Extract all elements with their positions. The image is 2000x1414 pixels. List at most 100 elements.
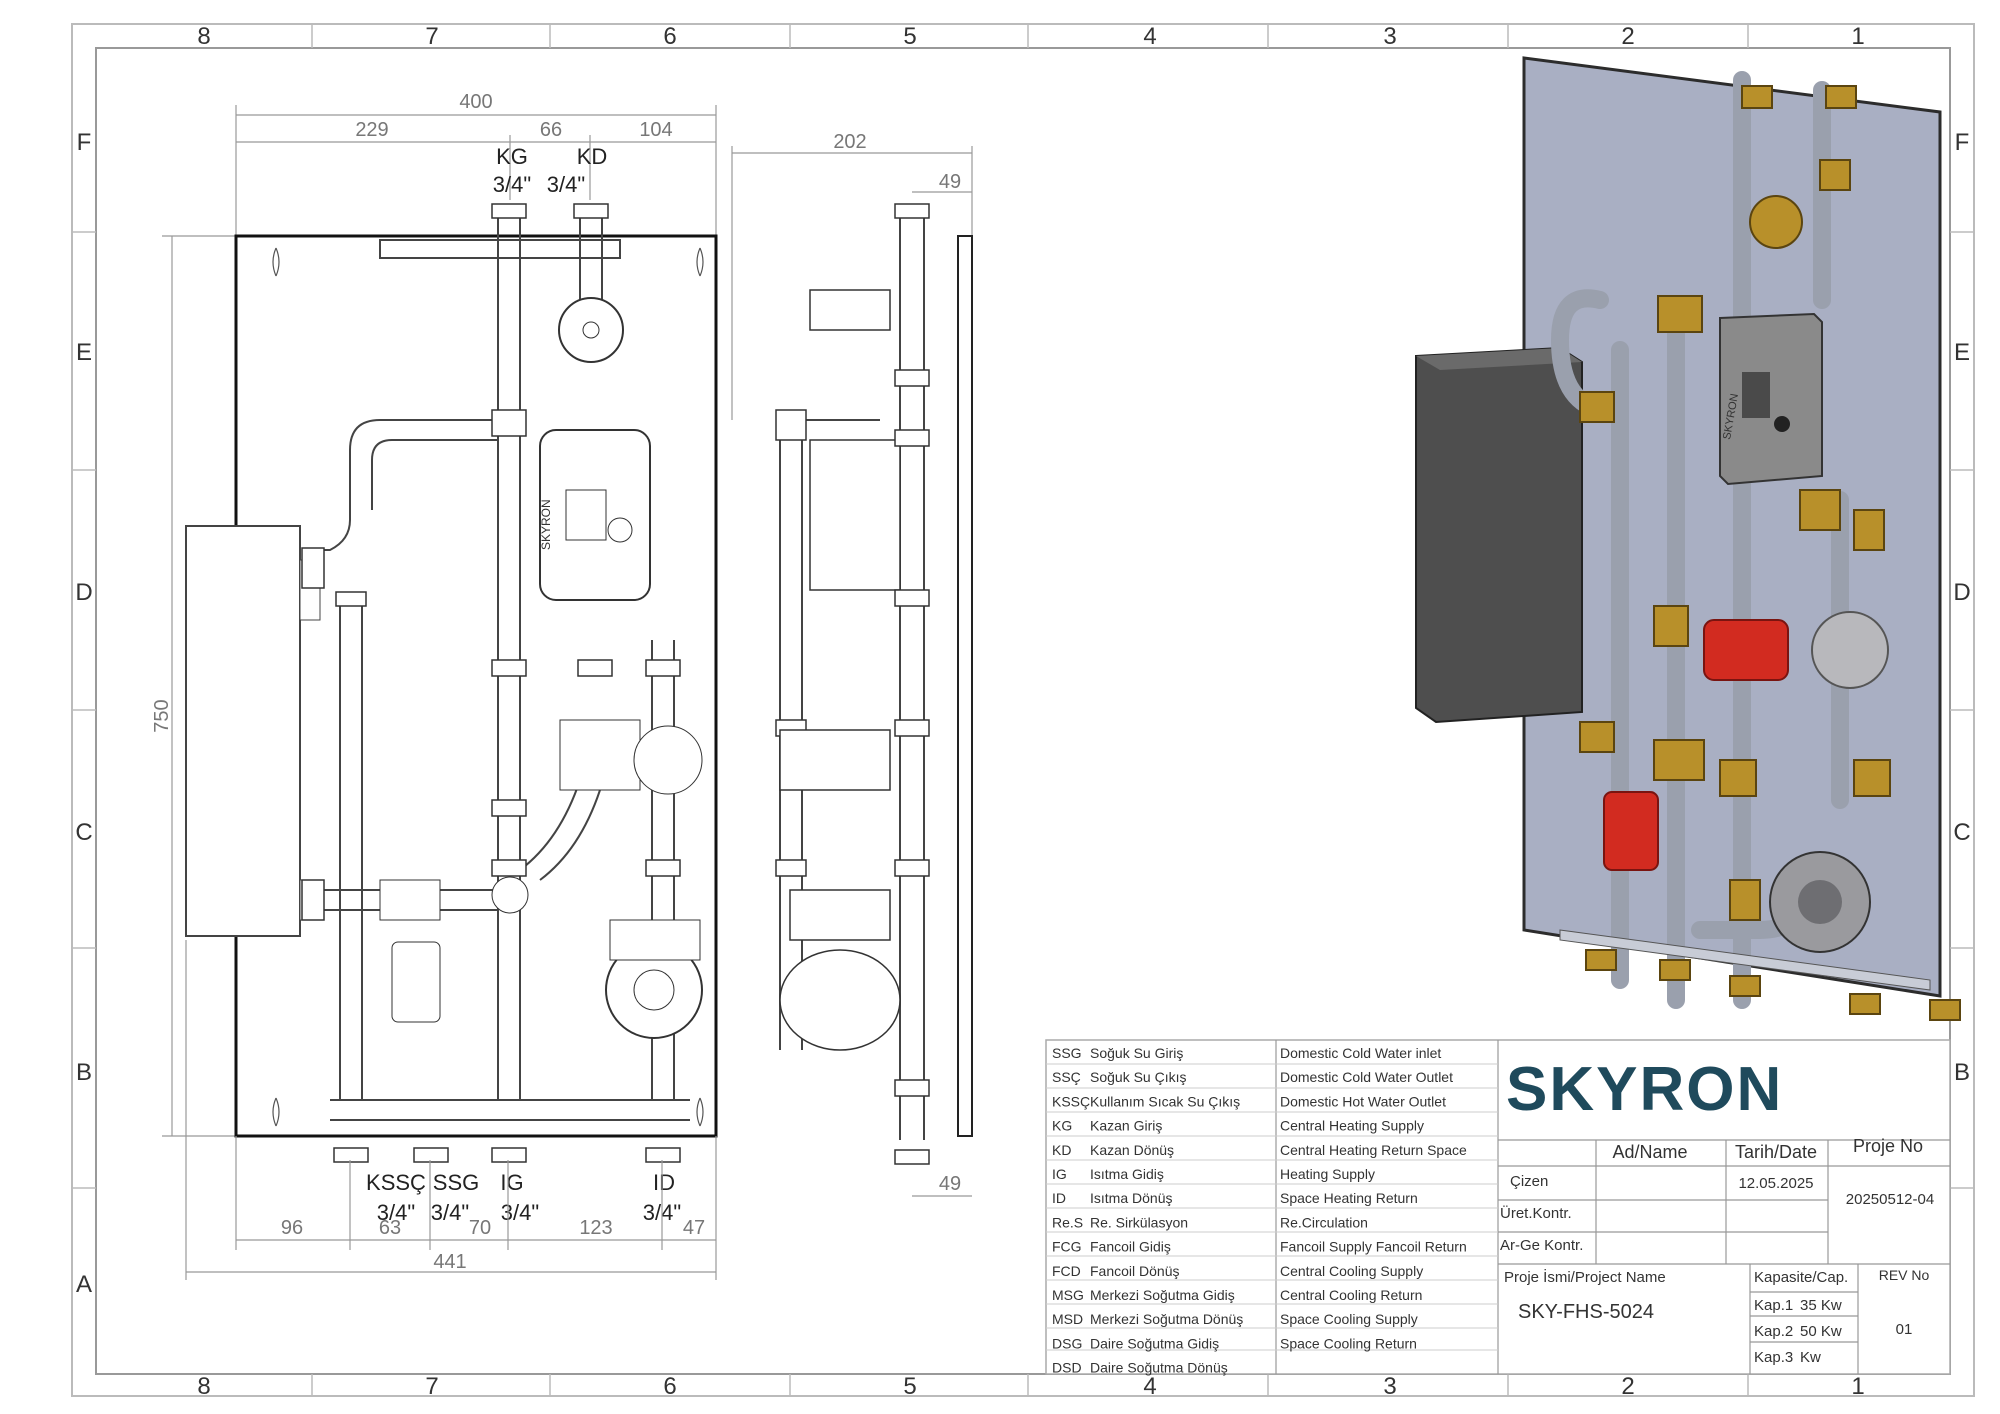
port-kd-size: 3/4" bbox=[547, 172, 585, 197]
row-rnd-label: Ar-Ge Kontr. bbox=[1500, 1237, 1583, 1254]
legend-code: FCD bbox=[1052, 1263, 1081, 1279]
legend-tr: Kullanım Sıcak Su Çıkış bbox=[1090, 1093, 1240, 1109]
legend-code: DSD bbox=[1052, 1360, 1082, 1376]
legend-tr: Isıtma Dönüş bbox=[1090, 1190, 1172, 1206]
legend-en: Central Heating Supply bbox=[1280, 1118, 1424, 1134]
port-kssc-code: KSSÇ bbox=[366, 1170, 426, 1195]
legend-code: KD bbox=[1052, 1142, 1071, 1158]
dim-front-width: 400 bbox=[459, 91, 492, 113]
zone-row-right-C: C bbox=[1953, 819, 1970, 846]
legend-code: ID bbox=[1052, 1190, 1066, 1206]
legend-tr: Kazan Dönüş bbox=[1090, 1142, 1174, 1158]
zone-col-top-3: 6 bbox=[663, 23, 676, 50]
dim-bottom-c: 70 bbox=[469, 1217, 491, 1239]
zone-row-right-D: D bbox=[1953, 579, 1970, 606]
front-brand-small: SKYRON bbox=[539, 499, 553, 550]
zone-labels: 8 7 6 5 4 3 2 1 8 7 6 5 4 3 2 1 F E D C … bbox=[75, 23, 1970, 1400]
zone-col-bottom-5: 4 bbox=[1143, 1373, 1156, 1400]
legend-table: SSG Soğuk Su Giriş Domestic Cold Water inl… bbox=[1052, 1045, 1467, 1376]
zone-ticks bbox=[72, 24, 1974, 1396]
legend-en: Space Heating Return bbox=[1280, 1190, 1418, 1206]
dim-bottom-total: 441 bbox=[433, 1251, 466, 1273]
legend-tr: Daire Soğutma Dönüş bbox=[1090, 1360, 1228, 1376]
dim-side-depth: 202 bbox=[833, 131, 866, 153]
zone-col-bottom-1: 8 bbox=[197, 1373, 210, 1400]
iso-red-thermostat bbox=[1603, 791, 1659, 871]
front-separator bbox=[185, 525, 301, 937]
legend-tr: Fancoil Dönüş bbox=[1090, 1263, 1180, 1279]
legend-code: SSG bbox=[1052, 1045, 1082, 1061]
zone-col-bottom-4: 5 bbox=[903, 1373, 916, 1400]
cap2-label: Kap.2 bbox=[1754, 1323, 1793, 1340]
iso-separator bbox=[1415, 346, 1583, 724]
zone-col-top-7: 2 bbox=[1621, 23, 1634, 50]
cap1-value: 35 Kw bbox=[1800, 1297, 1842, 1314]
rev-number: 01 bbox=[1896, 1321, 1913, 1338]
port-ssg-size: 3/4" bbox=[431, 1200, 469, 1225]
dim-side-offset-top: 49 bbox=[939, 171, 961, 193]
port-kg-code: KG bbox=[496, 144, 528, 169]
legend-en: Space Cooling Return bbox=[1280, 1335, 1417, 1351]
legend-en: Central Cooling Return bbox=[1280, 1287, 1422, 1303]
legend-en: Central Heating Return Space bbox=[1280, 1142, 1467, 1158]
side-backplate bbox=[957, 235, 973, 1137]
port-kssc-size: 3/4" bbox=[377, 1200, 415, 1225]
legend-tr: Merkezi Soğutma Gidiş bbox=[1090, 1287, 1235, 1303]
zone-col-top-2: 7 bbox=[425, 23, 438, 50]
port-ssg-code: SSG bbox=[433, 1170, 479, 1195]
legend-en: Domestic Cold Water inlet bbox=[1280, 1045, 1441, 1061]
legend-tr: Daire Soğutma Gidiş bbox=[1090, 1335, 1219, 1351]
legend-code: IG bbox=[1052, 1166, 1067, 1182]
iso-pump-box bbox=[1719, 312, 1823, 486]
legend-tr: Soğuk Su Çıkış bbox=[1090, 1069, 1187, 1085]
zone-row-left-F: F bbox=[77, 129, 92, 156]
legend-code: FCG bbox=[1052, 1239, 1082, 1255]
capacity-label: Kapasite/Cap. bbox=[1754, 1269, 1848, 1286]
cap1-label: Kap.1 bbox=[1754, 1297, 1793, 1314]
zone-col-top-4: 5 bbox=[903, 23, 916, 50]
port-id-code: ID bbox=[653, 1170, 675, 1195]
zone-row-right-F: F bbox=[1955, 129, 1970, 156]
dim-front-height: 750 bbox=[151, 699, 173, 732]
legend-code: DSG bbox=[1052, 1335, 1082, 1351]
legend-en: Domestic Cold Water Outlet bbox=[1280, 1069, 1453, 1085]
drawn-date: 12.05.2025 bbox=[1738, 1175, 1813, 1192]
zone-row-left-C: C bbox=[75, 819, 92, 846]
legend-en: Fancoil Supply Fancoil Return bbox=[1280, 1239, 1467, 1255]
dim-bottom-e: 47 bbox=[683, 1217, 705, 1239]
zone-col-top-5: 4 bbox=[1143, 23, 1156, 50]
project-name-label: Proje İsmi/Project Name bbox=[1504, 1268, 1666, 1286]
dim-bottom-a: 96 bbox=[281, 1217, 303, 1239]
dim-front-right: 104 bbox=[639, 119, 672, 141]
legend-en: Domestic Hot Water Outlet bbox=[1280, 1093, 1446, 1109]
zone-row-left-B: B bbox=[76, 1059, 92, 1086]
legend-tr: Soğuk Su Giriş bbox=[1090, 1045, 1183, 1061]
title-block: SSG Soğuk Su Giriş Domestic Cold Water inl… bbox=[1045, 1039, 1951, 1376]
legend-code: Re.S bbox=[1052, 1214, 1083, 1230]
legend-code: SSÇ bbox=[1052, 1069, 1081, 1085]
legend-code: MSG bbox=[1052, 1287, 1084, 1303]
col-date-header: Tarih/Date bbox=[1735, 1142, 1817, 1162]
zone-col-top-8: 1 bbox=[1851, 23, 1864, 50]
legend-tr: Kazan Giriş bbox=[1090, 1118, 1162, 1134]
legend-code: KSSÇ bbox=[1052, 1093, 1090, 1109]
side-view: 202 49 49 bbox=[731, 131, 973, 1197]
zone-row-left-E: E bbox=[76, 339, 92, 366]
project-name: SKY-FHS-5024 bbox=[1518, 1301, 1654, 1323]
legend-tr: Merkezi Soğutma Dönüş bbox=[1090, 1311, 1243, 1327]
iso-view: SKYRON bbox=[1415, 56, 1961, 1021]
dim-front-mid: 66 bbox=[540, 119, 562, 141]
zone-col-top-1: 8 bbox=[197, 23, 210, 50]
zone-col-bottom-6: 3 bbox=[1383, 1373, 1396, 1400]
zone-col-bottom-3: 6 bbox=[663, 1373, 676, 1400]
legend-tr: Re. Sirkülasyon bbox=[1090, 1214, 1188, 1230]
dim-bottom-b: 63 bbox=[379, 1217, 401, 1239]
col-name-header: Ad/Name bbox=[1612, 1142, 1687, 1162]
zone-row-right-B: B bbox=[1954, 1059, 1970, 1086]
legend-en: Re.Circulation bbox=[1280, 1214, 1368, 1230]
zone-col-top-6: 3 bbox=[1383, 23, 1396, 50]
zone-row-right-E: E bbox=[1954, 339, 1970, 366]
zone-row-left-A: A bbox=[76, 1271, 92, 1298]
dim-bottom-d: 123 bbox=[579, 1217, 612, 1239]
